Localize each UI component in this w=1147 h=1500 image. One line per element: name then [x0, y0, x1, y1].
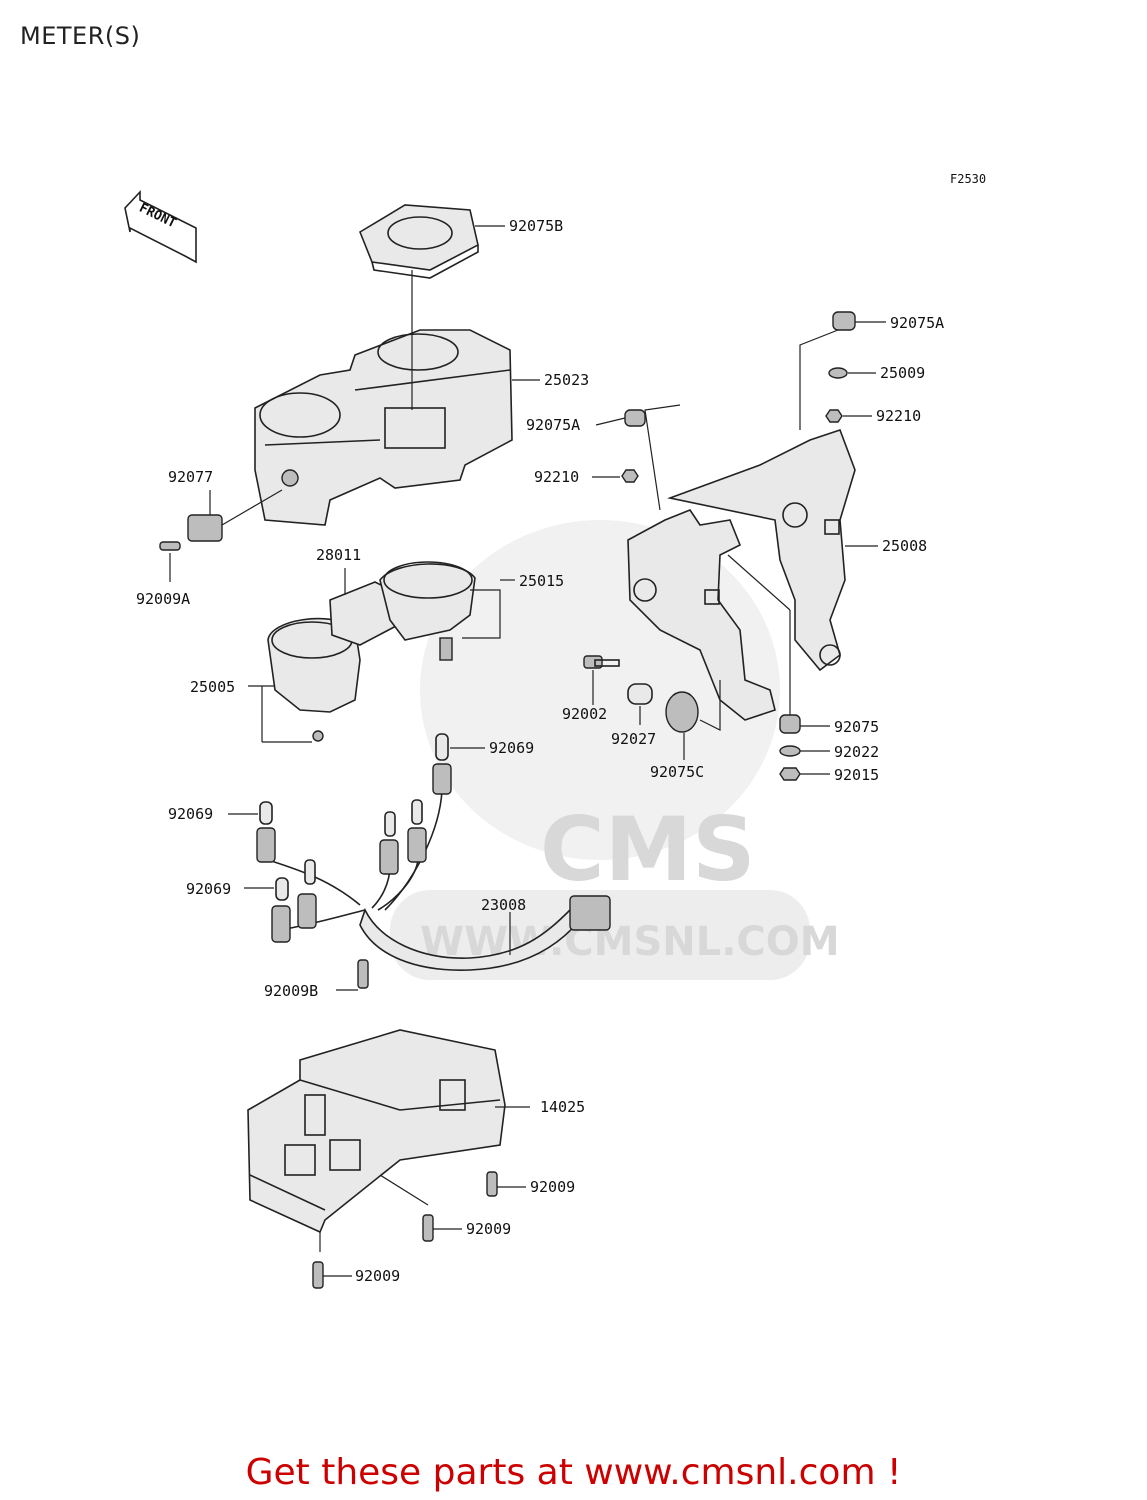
label-28011: 28011: [316, 546, 361, 564]
collar-25009: [828, 367, 848, 379]
screw-92009-b: [422, 1214, 434, 1242]
grommet-92075b: [359, 204, 479, 279]
parts-diagram: CMS WWW.CMSNL.COM FRONT: [124, 189, 944, 1289]
label-92027: 92027: [611, 730, 656, 748]
label-92022: 92022: [834, 743, 879, 761]
screw-92009a: [159, 541, 181, 582]
watermark-brand: CMS: [540, 798, 756, 901]
screw-92009-a: [486, 1171, 498, 1197]
front-arrow-label: FRONT: [137, 201, 179, 232]
screw-92009b: [357, 959, 369, 989]
label-92069-a: 92069: [489, 739, 534, 757]
collar-92027: [627, 683, 653, 725]
label-92075b: 92075B: [509, 217, 563, 235]
label-92069-c: 92069: [186, 880, 231, 898]
nut-92015: [779, 767, 801, 781]
page-title: METER(S): [20, 22, 141, 50]
label-25005: 25005: [190, 678, 235, 696]
label-25009: 25009: [880, 364, 925, 382]
label-92009-a: 92009: [530, 1178, 575, 1196]
figure-code: F2530: [950, 172, 987, 186]
label-23008: 23008: [481, 896, 526, 914]
front-arrow: FRONT: [124, 189, 197, 264]
label-92077: 92077: [168, 468, 213, 486]
grommet-92075: [779, 714, 801, 734]
label-92009-b: 92009: [466, 1220, 511, 1238]
bulb-socket-92069-a: [432, 733, 452, 795]
label-92009a: 92009A: [136, 590, 190, 608]
label-92075a-top: 92075A: [890, 314, 944, 332]
screw-92009-c: [312, 1261, 324, 1289]
label-92015: 92015: [834, 766, 879, 784]
label-25023: 25023: [544, 371, 589, 389]
cable-fitting-92077: [187, 489, 283, 542]
footer-link[interactable]: Get these parts at www.cmsnl.com !: [245, 1452, 902, 1493]
bulb-socket-92069-b: [256, 801, 276, 863]
label-92002: 92002: [562, 705, 607, 723]
grommet-92075c: [665, 691, 699, 760]
grommet-92075a-top: [832, 311, 856, 331]
grommet-92075a-left: [624, 409, 646, 427]
meter-case-25023: [254, 270, 513, 526]
tachometer-25015: [379, 561, 501, 661]
label-92210-right: 92210: [876, 407, 921, 425]
label-25015: 25015: [519, 572, 564, 590]
leader-lines: [228, 225, 886, 1277]
label-92075a-left: 92075A: [526, 416, 580, 434]
bulb-sockets-center: [304, 799, 427, 885]
label-25008: 25008: [882, 537, 927, 555]
bracket-25008: [627, 329, 856, 731]
label-14025: 14025: [540, 1098, 585, 1116]
label-92069-b: 92069: [168, 805, 213, 823]
nut-92210-right: [825, 409, 843, 423]
label-92210-left: 92210: [534, 468, 579, 486]
washer-92022: [779, 745, 801, 757]
bolt-92002: [583, 655, 620, 705]
label-92075c: 92075C: [650, 763, 704, 781]
nut-92210-left: [621, 469, 639, 483]
harness-23008: [261, 789, 611, 971]
label-92009b: 92009B: [264, 982, 318, 1000]
meter-cover-14025: [247, 1029, 530, 1252]
label-92009-c: 92009: [355, 1267, 400, 1285]
label-92075: 92075: [834, 718, 879, 736]
bulb-socket-92069-c: [271, 877, 317, 943]
